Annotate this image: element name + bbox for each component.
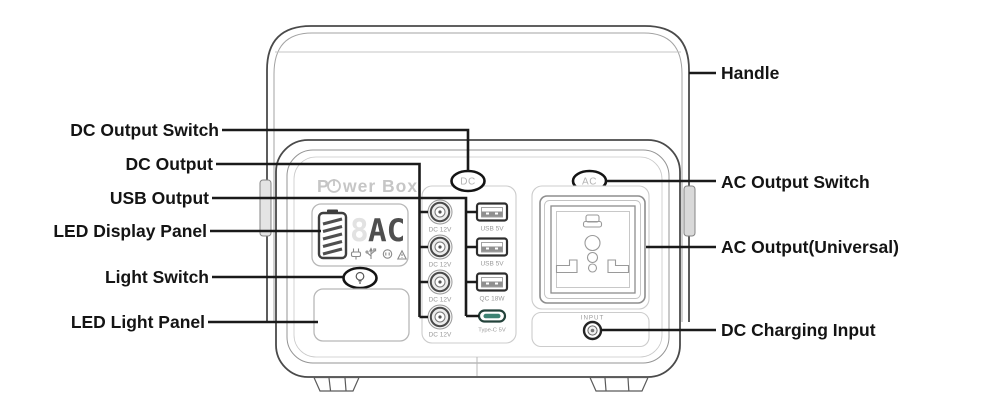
callout-line-usb-output bbox=[212, 196, 479, 318]
battery-icon bbox=[317, 209, 348, 260]
display-ghost-digit: 8 bbox=[350, 213, 369, 249]
dc-port-1 bbox=[427, 199, 453, 225]
ac-switch-label: AC bbox=[582, 177, 597, 188]
dc-charging-input-section: INPUT bbox=[531, 311, 650, 348]
input-label: INPUT bbox=[581, 315, 605, 322]
dc-port-label-4: DC 12V bbox=[429, 332, 452, 339]
right-side-tab bbox=[683, 185, 696, 237]
callout-label-dc-charging-input: DC Charging Input bbox=[721, 320, 876, 340]
usb-port-label-1: USB 5V bbox=[480, 226, 504, 233]
callout-label-dc-output-switch: DC Output Switch bbox=[70, 120, 219, 140]
dc-usb-section: DC 12V DC 12V DC 12V DC 12V bbox=[421, 185, 517, 344]
dc-port-label-1: DC 12V bbox=[429, 227, 452, 234]
ac-universal-outlet bbox=[539, 195, 646, 304]
dc-port-4 bbox=[427, 304, 453, 330]
left-side-tab bbox=[259, 179, 272, 237]
warning-triangle-icon bbox=[396, 249, 408, 260]
callout-line-dc-output bbox=[216, 162, 428, 319]
brand-logo: P wer Box bbox=[317, 176, 418, 196]
bulb-icon bbox=[355, 271, 365, 284]
socket-icon bbox=[382, 249, 393, 259]
callout-label-led-display-panel: LED Display Panel bbox=[53, 221, 207, 241]
usb-icon bbox=[365, 247, 377, 259]
usb-ports: USB 5V USB 5V QC 18W Type-C 5V bbox=[475, 202, 509, 334]
dc-port-label-2: DC 12V bbox=[429, 262, 452, 269]
dc-switch-label: DC bbox=[460, 177, 475, 188]
callout-label-led-light-panel: LED Light Panel bbox=[70, 312, 205, 332]
led-light-panel bbox=[313, 288, 410, 342]
power-symbol-icon bbox=[327, 179, 341, 193]
dc-port-2 bbox=[427, 234, 453, 260]
brand-suffix: wer Box bbox=[342, 176, 418, 196]
callout-line-dc-output-switch bbox=[222, 128, 470, 172]
dc-output-switch-button: DC bbox=[450, 169, 486, 193]
usb-port-label-2: USB 5V bbox=[480, 261, 504, 268]
device-feet bbox=[313, 376, 649, 392]
ac-outlet-section bbox=[531, 185, 650, 310]
usb-port-1 bbox=[475, 202, 509, 222]
callout-label-dc-output: DC Output bbox=[125, 154, 213, 174]
callout-label-light-switch: Light Switch bbox=[104, 267, 209, 287]
usb-port-2 bbox=[475, 237, 509, 257]
typec-port-label: Type-C 5V bbox=[478, 328, 506, 334]
typec-port bbox=[477, 309, 507, 323]
dc-input-jack bbox=[582, 320, 603, 341]
light-switch-button bbox=[342, 266, 378, 290]
dc-port-3 bbox=[427, 269, 453, 295]
led-display-panel: 8 AC bbox=[311, 203, 409, 267]
dc-plug-icon bbox=[350, 248, 362, 260]
display-digits: AC bbox=[368, 213, 405, 249]
callout-label-ac-output-universal: AC Output(Universal) bbox=[721, 237, 899, 257]
usb-port-qc bbox=[475, 272, 509, 292]
callout-label-usb-output: USB Output bbox=[109, 188, 209, 208]
dc-port-label-3: DC 12V bbox=[429, 297, 452, 304]
callout-label-ac-output-switch: AC Output Switch bbox=[721, 172, 870, 192]
usb-port-label-qc: QC 18W bbox=[480, 296, 506, 303]
callout-label-handle: Handle bbox=[721, 63, 780, 83]
dc-ports: DC 12V DC 12V DC 12V DC 12V bbox=[427, 199, 453, 339]
brand-prefix: P bbox=[317, 176, 330, 196]
